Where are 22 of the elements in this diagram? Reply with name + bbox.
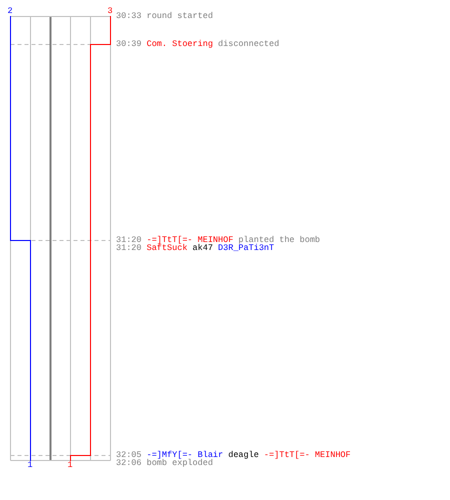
player-count: 1 [67,460,73,470]
player-name: -=]TtT[=- MEINHOF [264,450,351,460]
event-time: 30:39 [116,39,142,49]
event-text: disconnected [218,39,280,49]
event-text: planted the bomb [238,235,320,245]
player-count: 2 [7,6,13,16]
player-name: Com. Stoering [146,39,213,49]
player-name: -=]TtT[=- MEINHOF [146,235,234,245]
player-name: -=]MfY[=- Blair [146,450,224,460]
weapon-name: ak47 [192,243,213,253]
event-time: 31:20 [116,235,142,245]
player-count: 1 [27,460,33,470]
player-name: D3R_PaTi3nT [218,243,274,253]
event-time: 30:33 [116,11,142,21]
event-text: bomb exploded [146,458,213,468]
event-time: 32:05 [116,450,142,460]
event-time: 31:20 [116,243,142,253]
event-time: 32:06 [116,458,142,468]
weapon-name: deagle [228,450,259,460]
player-count: 3 [107,6,113,16]
player-name: SaftSuck [146,243,188,253]
event-text: round started [146,11,213,21]
